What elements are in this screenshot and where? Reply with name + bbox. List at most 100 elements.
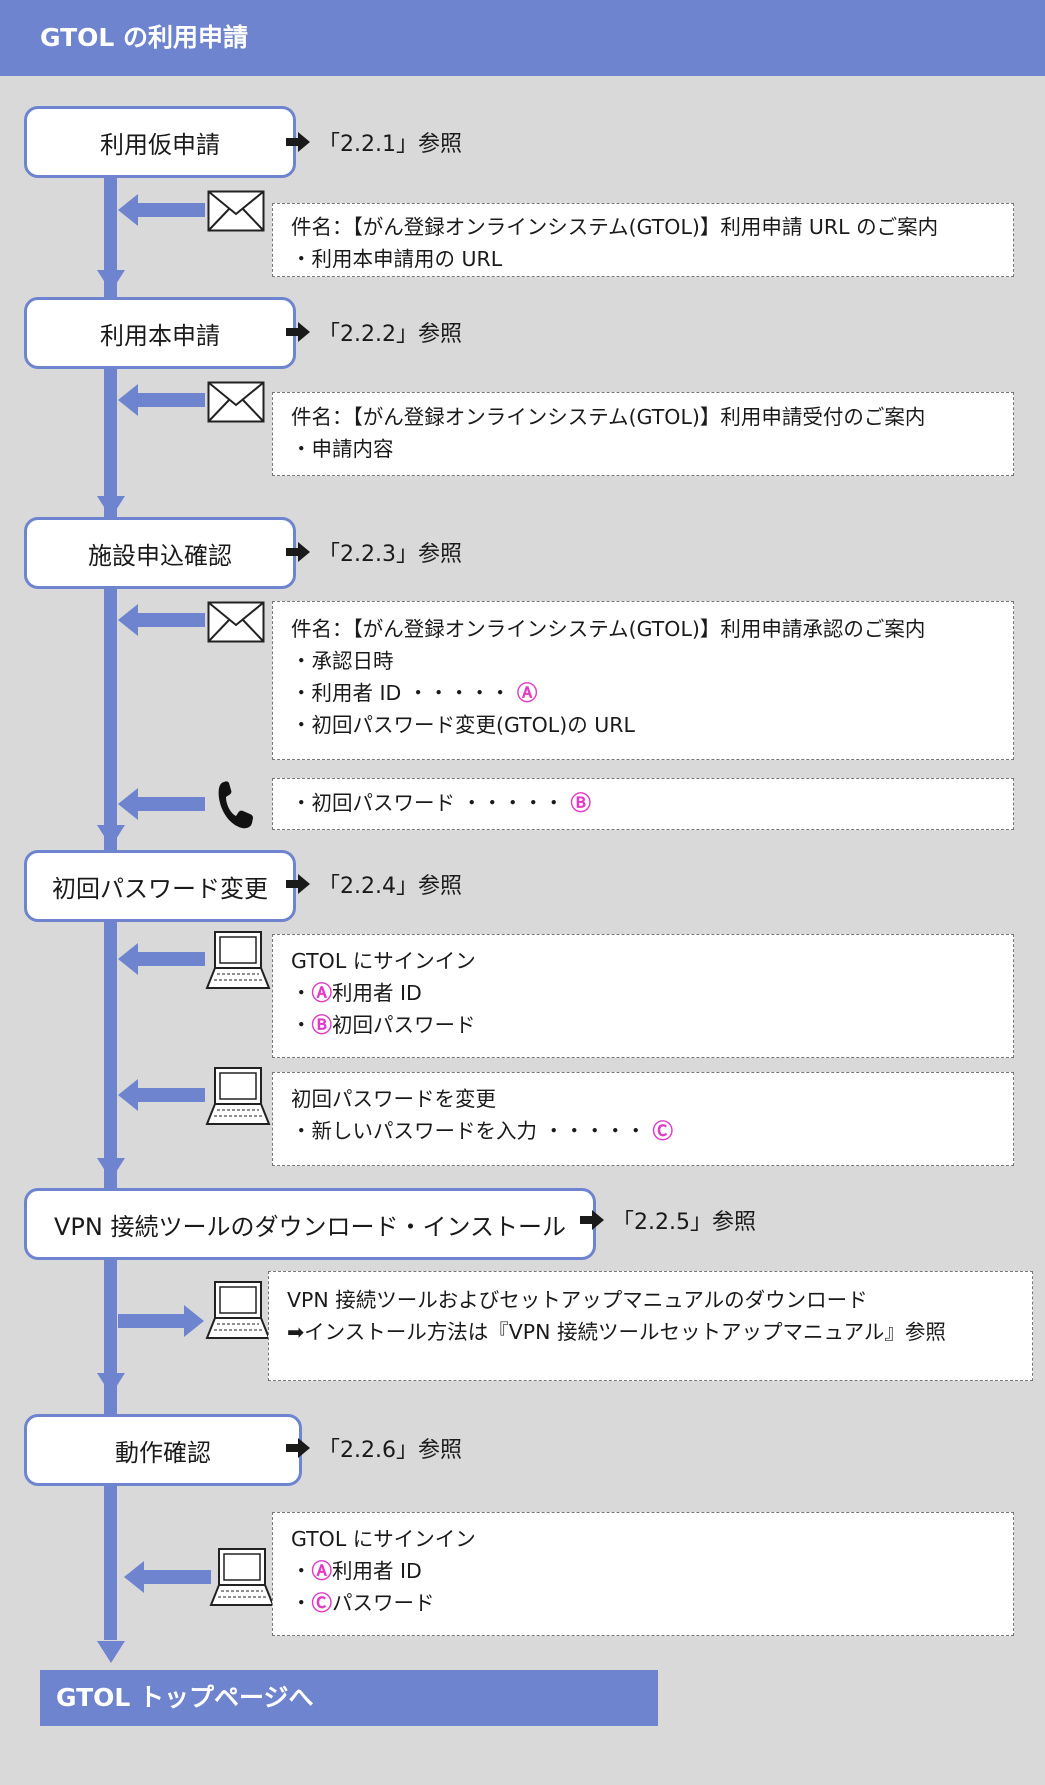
note-phone: ・初回パスワード ・・・・・ Ⓑ: [272, 778, 1014, 830]
left-arrow-icon: [118, 384, 138, 416]
step-reference: 「2.2.1」参照: [284, 126, 462, 158]
note-signin-initial: GTOL にサインイン ・Ⓐ利用者 ID ・Ⓑ初回パスワード: [272, 934, 1014, 1058]
step-reference: 「2.2.4」参照: [284, 868, 462, 900]
note-mail-received: 件名：【がん登録オンラインシステム(GTOL)】利用申請受付のご案内 ・申請内容: [272, 392, 1014, 476]
left-arrow-icon: [124, 1561, 144, 1593]
left-arrow-icon: [118, 194, 138, 226]
note-title: 初回パスワードを変更: [291, 1087, 496, 1111]
incoming-arrow: [137, 797, 205, 811]
left-arrow-icon: [118, 1079, 138, 1111]
incoming-arrow: [137, 393, 205, 407]
computer-icon: [205, 931, 271, 989]
step-reference: 「2.2.6」参照: [284, 1432, 462, 1464]
marker-a: Ⓐ: [516, 681, 538, 705]
right-arrow-icon: [286, 1438, 310, 1458]
to-top-page-link[interactable]: GTOL トップページへ: [40, 1670, 658, 1726]
step-initial-password-change: 初回パスワード変更: [24, 850, 296, 922]
note-item: ・Ⓐ利用者 ID: [291, 1559, 422, 1583]
step-facility-confirmation: 施設申込確認: [24, 517, 296, 589]
note-item-text: 利用者 ID: [332, 1559, 422, 1583]
note-item: ・初回パスワード変更(GTOL)の URL: [291, 713, 635, 737]
note-item-text: 初回パスワード: [332, 1013, 476, 1037]
note-mail-approved: 件名：【がん登録オンラインシステム(GTOL)】利用申請承認のご案内 ・承認日時…: [272, 601, 1014, 760]
reference-text: 「2.2.1」参照: [318, 132, 462, 157]
note-item-text: ・新しいパスワードを入力 ・・・・・: [291, 1119, 647, 1143]
phone-icon: [218, 781, 253, 829]
note-subject: 件名：【がん登録オンラインシステム(GTOL)】利用申請受付のご案内: [291, 405, 926, 429]
computer-icon: [209, 1548, 275, 1606]
left-arrow-icon: [118, 604, 138, 636]
marker-b: Ⓑ: [311, 1013, 333, 1037]
right-arrow-icon: [580, 1210, 604, 1230]
incoming-arrow: [137, 203, 205, 217]
step-label: 利用仮申請: [100, 130, 220, 159]
page-header: GTOL の利用申請: [0, 0, 1045, 76]
note-item: ・承認日時: [291, 649, 394, 673]
computer-icon: [205, 1281, 271, 1339]
step-operation-check: 動作確認: [24, 1414, 302, 1486]
note-item: ・利用者 ID ・・・・・ Ⓐ: [291, 677, 995, 709]
right-arrow-icon: [286, 132, 310, 152]
note-item-text: ・利用者 ID ・・・・・: [291, 681, 511, 705]
envelope-icon: [207, 601, 265, 643]
right-arrow-icon: [286, 322, 310, 342]
step-label: VPN 接続ツールのダウンロード・インストール: [54, 1212, 566, 1241]
envelope-icon: [207, 381, 265, 423]
step-reference: 「2.2.5」参照: [578, 1204, 756, 1236]
note-item: ・Ⓐ利用者 ID: [291, 981, 422, 1005]
note-item: VPN 接続ツールおよびセットアップマニュアルのダウンロード: [287, 1288, 868, 1312]
marker-a: Ⓐ: [311, 1559, 333, 1583]
note-subject: 件名：【がん登録オンラインシステム(GTOL)】利用申請 URL のご案内: [291, 215, 939, 239]
note-item: ・申請内容: [291, 437, 394, 461]
step-label: 初回パスワード変更: [52, 874, 268, 903]
footer-label: GTOL トップページへ: [56, 1683, 314, 1712]
marker-a: Ⓐ: [311, 981, 333, 1005]
incoming-arrow: [137, 1088, 205, 1102]
note-item: ・初回パスワード ・・・・・ Ⓑ: [291, 787, 995, 819]
down-arrow-icon: [97, 496, 125, 518]
marker-c: Ⓒ: [652, 1119, 674, 1143]
left-arrow-icon: [118, 788, 138, 820]
note-vpn-download: VPN 接続ツールおよびセットアップマニュアルのダウンロード ➡インストール方法…: [268, 1271, 1033, 1381]
down-arrow-icon: [97, 1158, 125, 1180]
step-full-application: 利用本申請: [24, 297, 296, 369]
right-arrow-icon: [184, 1305, 204, 1337]
marker-c: Ⓒ: [311, 1591, 333, 1615]
incoming-arrow: [137, 952, 205, 966]
reference-text: 「2.2.3」参照: [318, 542, 462, 567]
step-reference: 「2.2.3」参照: [284, 536, 462, 568]
incoming-arrow: [143, 1570, 211, 1584]
down-arrow-icon: [97, 825, 125, 847]
marker-b: Ⓑ: [570, 791, 592, 815]
down-arrow-icon: [97, 1641, 125, 1663]
envelope-icon: [207, 190, 265, 232]
note-title: GTOL にサインイン: [291, 949, 476, 973]
note-item-text: ・初回パスワード ・・・・・: [291, 791, 565, 815]
note-title: GTOL にサインイン: [291, 1527, 476, 1551]
right-arrow-icon: [286, 874, 310, 894]
page-title: GTOL の利用申請: [40, 23, 249, 52]
reference-text: 「2.2.2」参照: [318, 322, 462, 347]
reference-text: 「2.2.4」参照: [318, 874, 462, 899]
note-item: ・Ⓒパスワード: [291, 1591, 435, 1615]
left-arrow-icon: [118, 943, 138, 975]
note-item: ➡インストール方法は『VPN 接続ツールセットアップマニュアル』参照: [287, 1320, 946, 1344]
step-vpn-download-install: VPN 接続ツールのダウンロード・インストール: [24, 1188, 596, 1260]
right-arrow-icon: [286, 542, 310, 562]
outgoing-arrow: [118, 1314, 186, 1328]
reference-text: 「2.2.6」参照: [318, 1438, 462, 1463]
step-reference: 「2.2.2」参照: [284, 316, 462, 348]
reference-text: 「2.2.5」参照: [612, 1210, 756, 1235]
down-arrow-icon: [97, 1373, 125, 1395]
computer-icon: [205, 1067, 271, 1125]
note-subject: 件名：【がん登録オンラインシステム(GTOL)】利用申請承認のご案内: [291, 617, 926, 641]
note-item: ・新しいパスワードを入力 ・・・・・ Ⓒ: [291, 1115, 995, 1147]
note-signin-check: GTOL にサインイン ・Ⓐ利用者 ID ・Ⓒパスワード: [272, 1512, 1014, 1636]
note-mail-url: 件名：【がん登録オンラインシステム(GTOL)】利用申請 URL のご案内 ・利…: [272, 203, 1014, 277]
note-item: ・利用本申請用の URL: [291, 247, 503, 271]
note-item: ・Ⓑ初回パスワード: [291, 1013, 476, 1037]
step-label: 動作確認: [115, 1438, 211, 1467]
note-item-text: 利用者 ID: [332, 981, 422, 1005]
down-arrow-icon: [97, 270, 125, 292]
step-label: 施設申込確認: [88, 541, 232, 570]
